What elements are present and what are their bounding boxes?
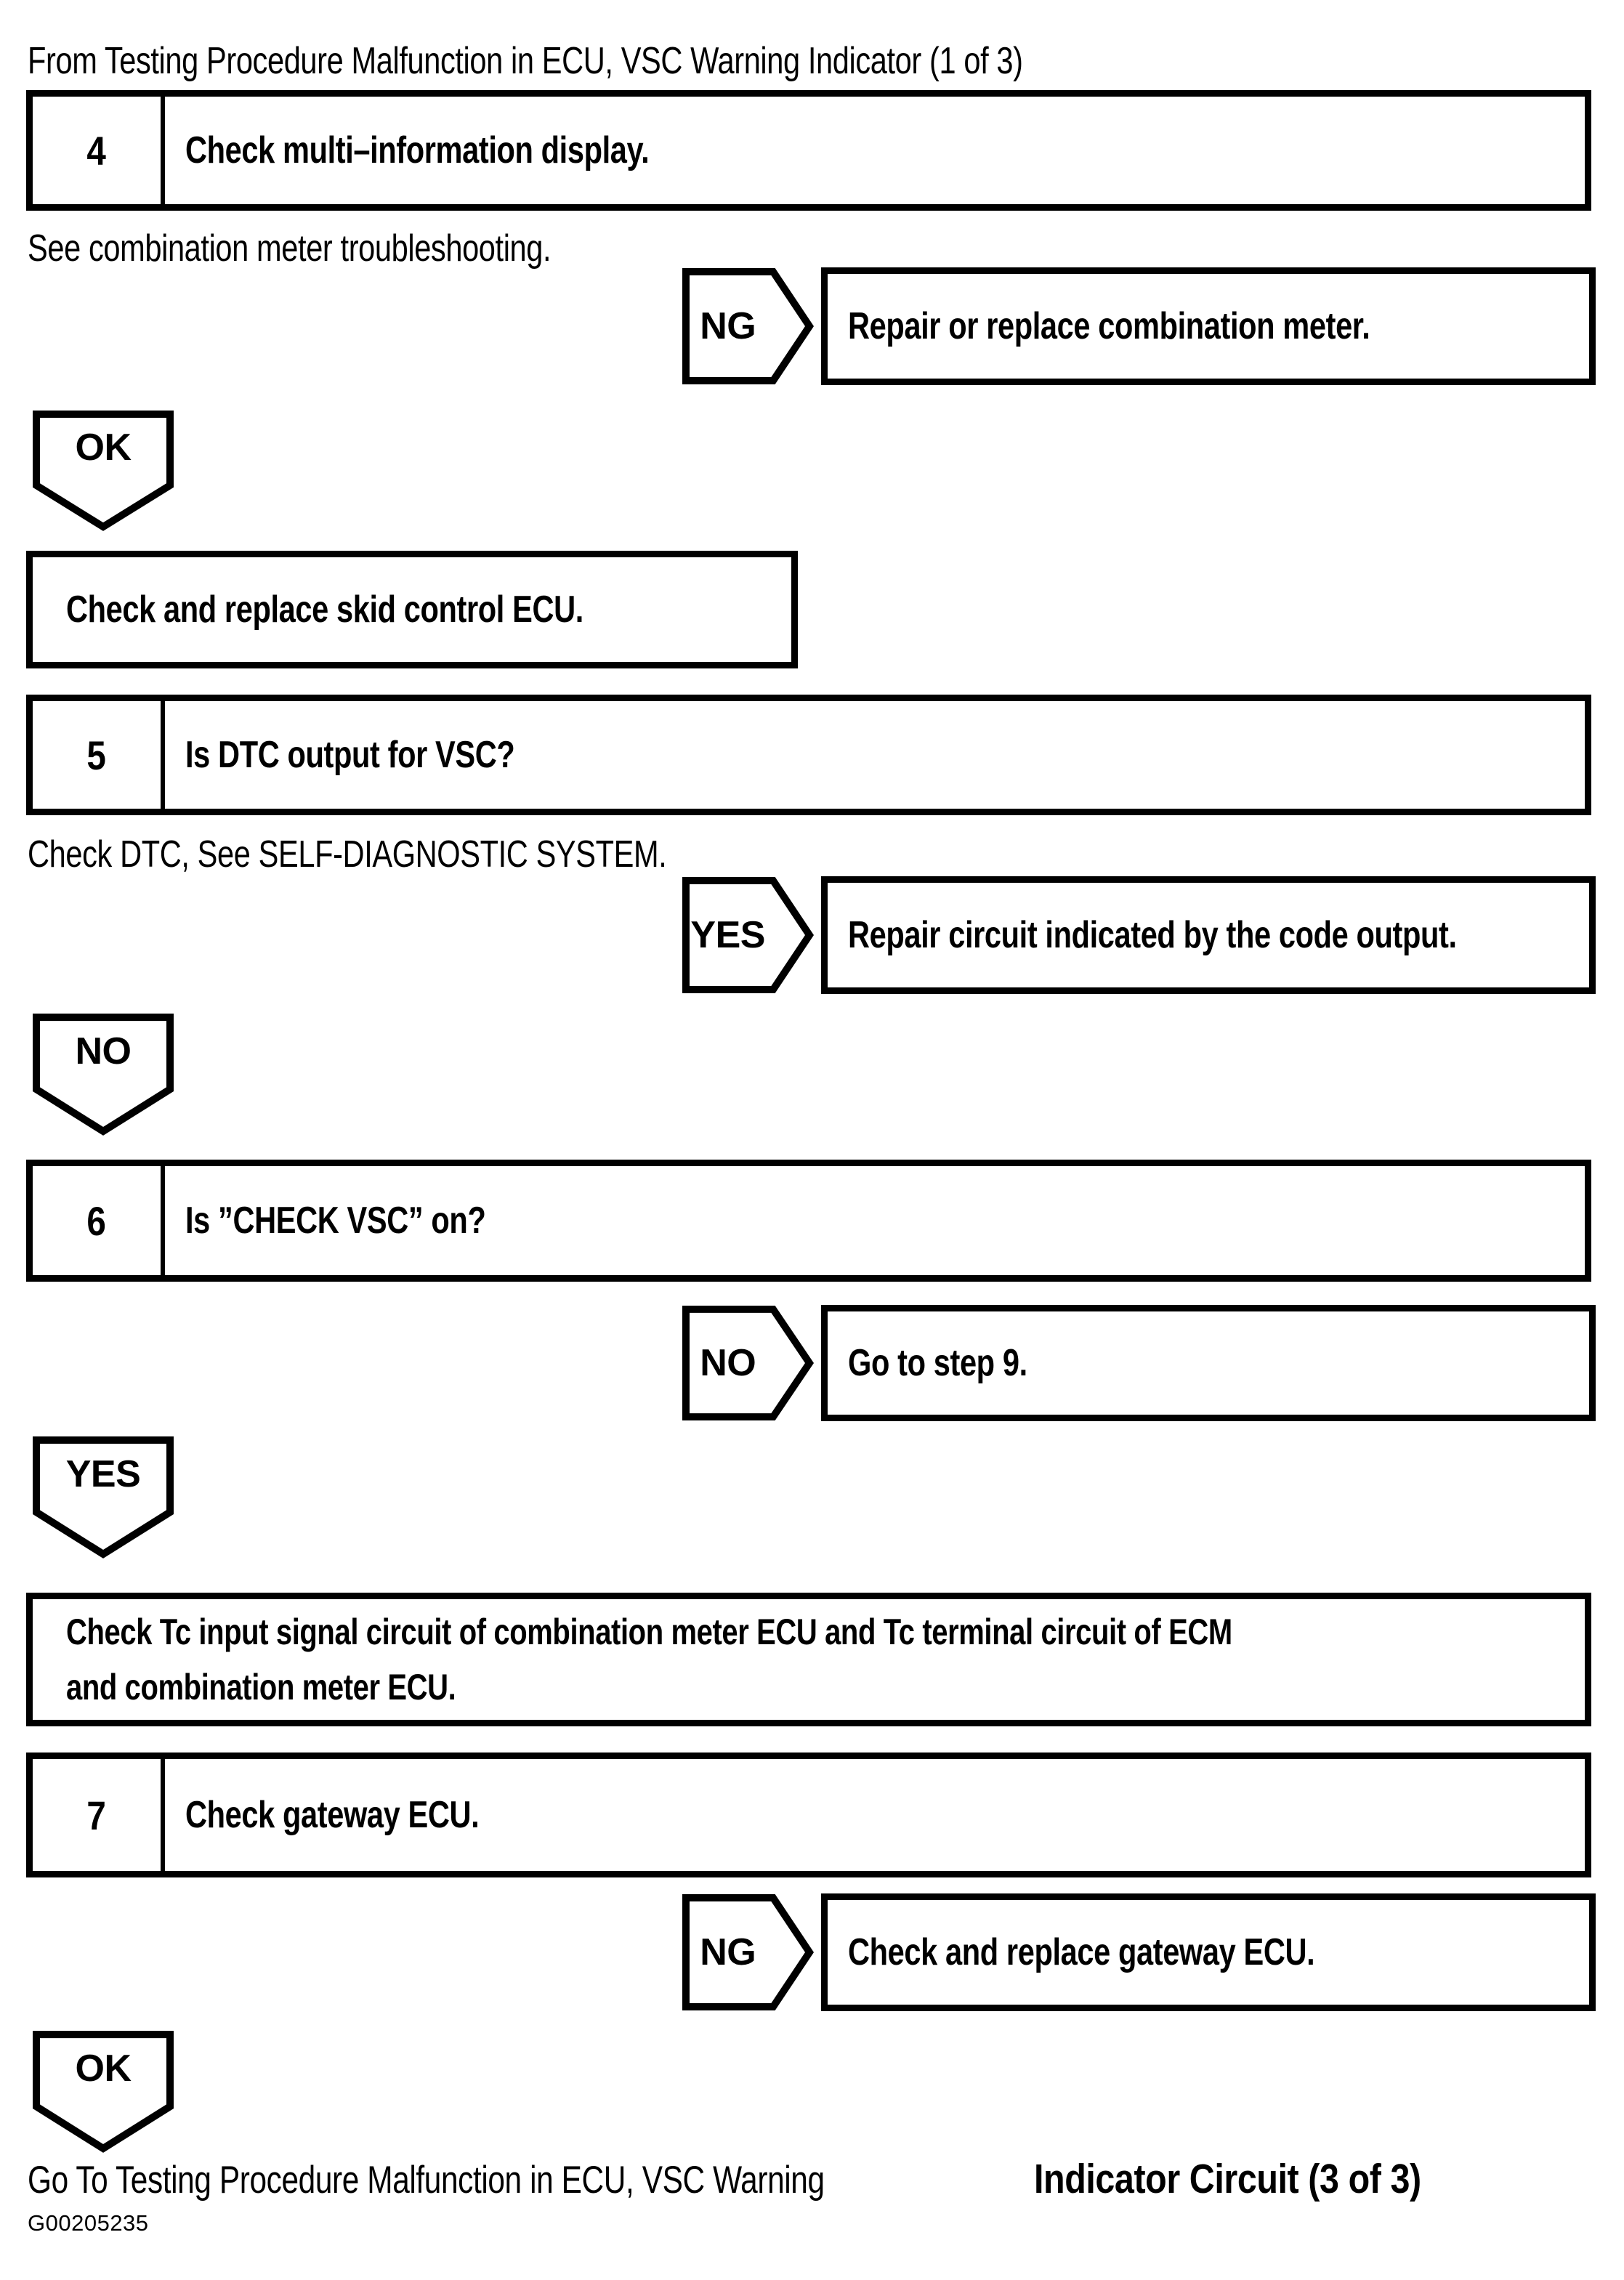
step-6-yes-action-box: Check Tc input signal circuit of combina… [26, 1593, 1591, 1726]
step-5-box: 5 Is DTC output for VSC? [26, 695, 1591, 815]
step-4-ng-label: NG [700, 305, 756, 347]
right-arrow-pentagon-icon [682, 877, 814, 993]
step-4-ng-connector: NG [682, 267, 814, 385]
step-7-ng-label: NG [700, 1931, 756, 1973]
step-4-ok-action: Check and replace skid control ECU. [66, 589, 583, 631]
step-6-title-cell: Is ”CHECK VSC” on? [165, 1166, 1585, 1275]
right-arrow-pentagon-icon [682, 1305, 814, 1421]
step-5-number-cell: 5 [33, 701, 165, 809]
step-5-no-label: NO [75, 1030, 132, 1072]
step-7-ng-action-box: Check and replace gateway ECU. [821, 1893, 1596, 2011]
step-4-ng-action-box: Repair or replace combination meter. [821, 267, 1596, 385]
step-6-no-label: NO [700, 1342, 756, 1384]
right-arrow-pentagon-icon [682, 1894, 814, 2010]
footer-go-to-prefix: Go To Testing Procedure Malfunction in E… [28, 2159, 825, 2202]
step-4-ok-connector: OK [32, 410, 174, 532]
step-7-box: 7 Check gateway ECU. [26, 1753, 1591, 1877]
step-4-number-cell: 4 [33, 97, 165, 204]
step-4-ok-label: OK [75, 427, 132, 469]
footer-go-to-emphasis: Indicator Circuit (3 of 3) [1033, 2156, 1421, 2202]
step-4-ok-action-box: Check and replace skid control ECU. [26, 551, 798, 668]
down-arrow-pentagon-icon [33, 1436, 174, 1559]
step-5-no-connector: NO [32, 1013, 174, 1136]
step-6-box: 6 Is ”CHECK VSC” on? [26, 1160, 1591, 1282]
step-5-note: Check DTC, See SELF-DIAGNOSTIC SYSTEM. [28, 833, 826, 876]
step-4-title: Check multi–information display. [185, 129, 650, 171]
step-6-yes-connector: YES [32, 1436, 174, 1559]
step-5-yes-action-box: Repair circuit indicated by the code out… [821, 876, 1596, 994]
step-4-box: 4 Check multi–information display. [26, 90, 1591, 211]
step-4-number: 4 [86, 127, 107, 174]
step-5-yes-label: YES [690, 914, 765, 956]
step-6-number-cell: 6 [33, 1166, 165, 1275]
down-arrow-pentagon-icon [33, 411, 174, 531]
step-7-ok-label: OK [75, 2047, 132, 2090]
down-arrow-pentagon-icon [33, 1014, 174, 1136]
down-arrow-pentagon-icon [33, 2031, 174, 2153]
step-5-title: Is DTC output for VSC? [185, 734, 515, 776]
step-6-no-action-box: Go to step 9. [821, 1305, 1596, 1421]
step-7-title-cell: Check gateway ECU. [165, 1759, 1585, 1871]
step-6-yes-label: YES [65, 1452, 141, 1495]
figure-code-text: G00205235 [28, 2210, 149, 2236]
step-5-number: 5 [86, 732, 107, 778]
source-note: From Testing Procedure Malfunction in EC… [28, 39, 1272, 83]
step-6-no-action: Go to step 9. [848, 1342, 1027, 1384]
figure-code: G00205235 [28, 2210, 149, 2236]
step-7-number: 7 [86, 1792, 107, 1838]
step-7-number-cell: 7 [33, 1759, 165, 1871]
step-5-note-text: Check DTC, See SELF-DIAGNOSTIC SYSTEM. [28, 833, 667, 876]
step-4-ng-action: Repair or replace combination meter. [848, 305, 1370, 347]
step-4-note: See combination meter troubleshooting. [28, 227, 682, 270]
step-7-ng-action: Check and replace gateway ECU. [848, 1931, 1315, 1973]
step-6-number: 6 [86, 1197, 107, 1244]
step-4-title-cell: Check multi–information display. [165, 97, 1585, 204]
step-7-ng-connector: NG [682, 1893, 814, 2011]
step-6-title: Is ”CHECK VSC” on? [185, 1200, 486, 1242]
step-4-note-text: See combination meter troubleshooting. [28, 227, 552, 270]
source-note-text: From Testing Procedure Malfunction in EC… [28, 40, 1023, 82]
step-5-yes-action: Repair circuit indicated by the code out… [848, 914, 1457, 956]
right-arrow-pentagon-icon [682, 268, 814, 384]
step-6-yes-action-line1: Check Tc input signal circuit of combina… [66, 1612, 1232, 1652]
footer-go-to: Go To Testing Procedure Malfunction in E… [28, 2155, 1490, 2203]
step-7-ok-connector: OK [32, 2030, 174, 2154]
step-7-title: Check gateway ECU. [185, 1794, 480, 1836]
step-6-no-connector: NO [682, 1305, 814, 1421]
step-5-yes-connector: YES [682, 876, 814, 994]
step-6-yes-action-line2: and combination meter ECU. [66, 1667, 456, 1707]
step-5-title-cell: Is DTC output for VSC? [165, 701, 1585, 809]
